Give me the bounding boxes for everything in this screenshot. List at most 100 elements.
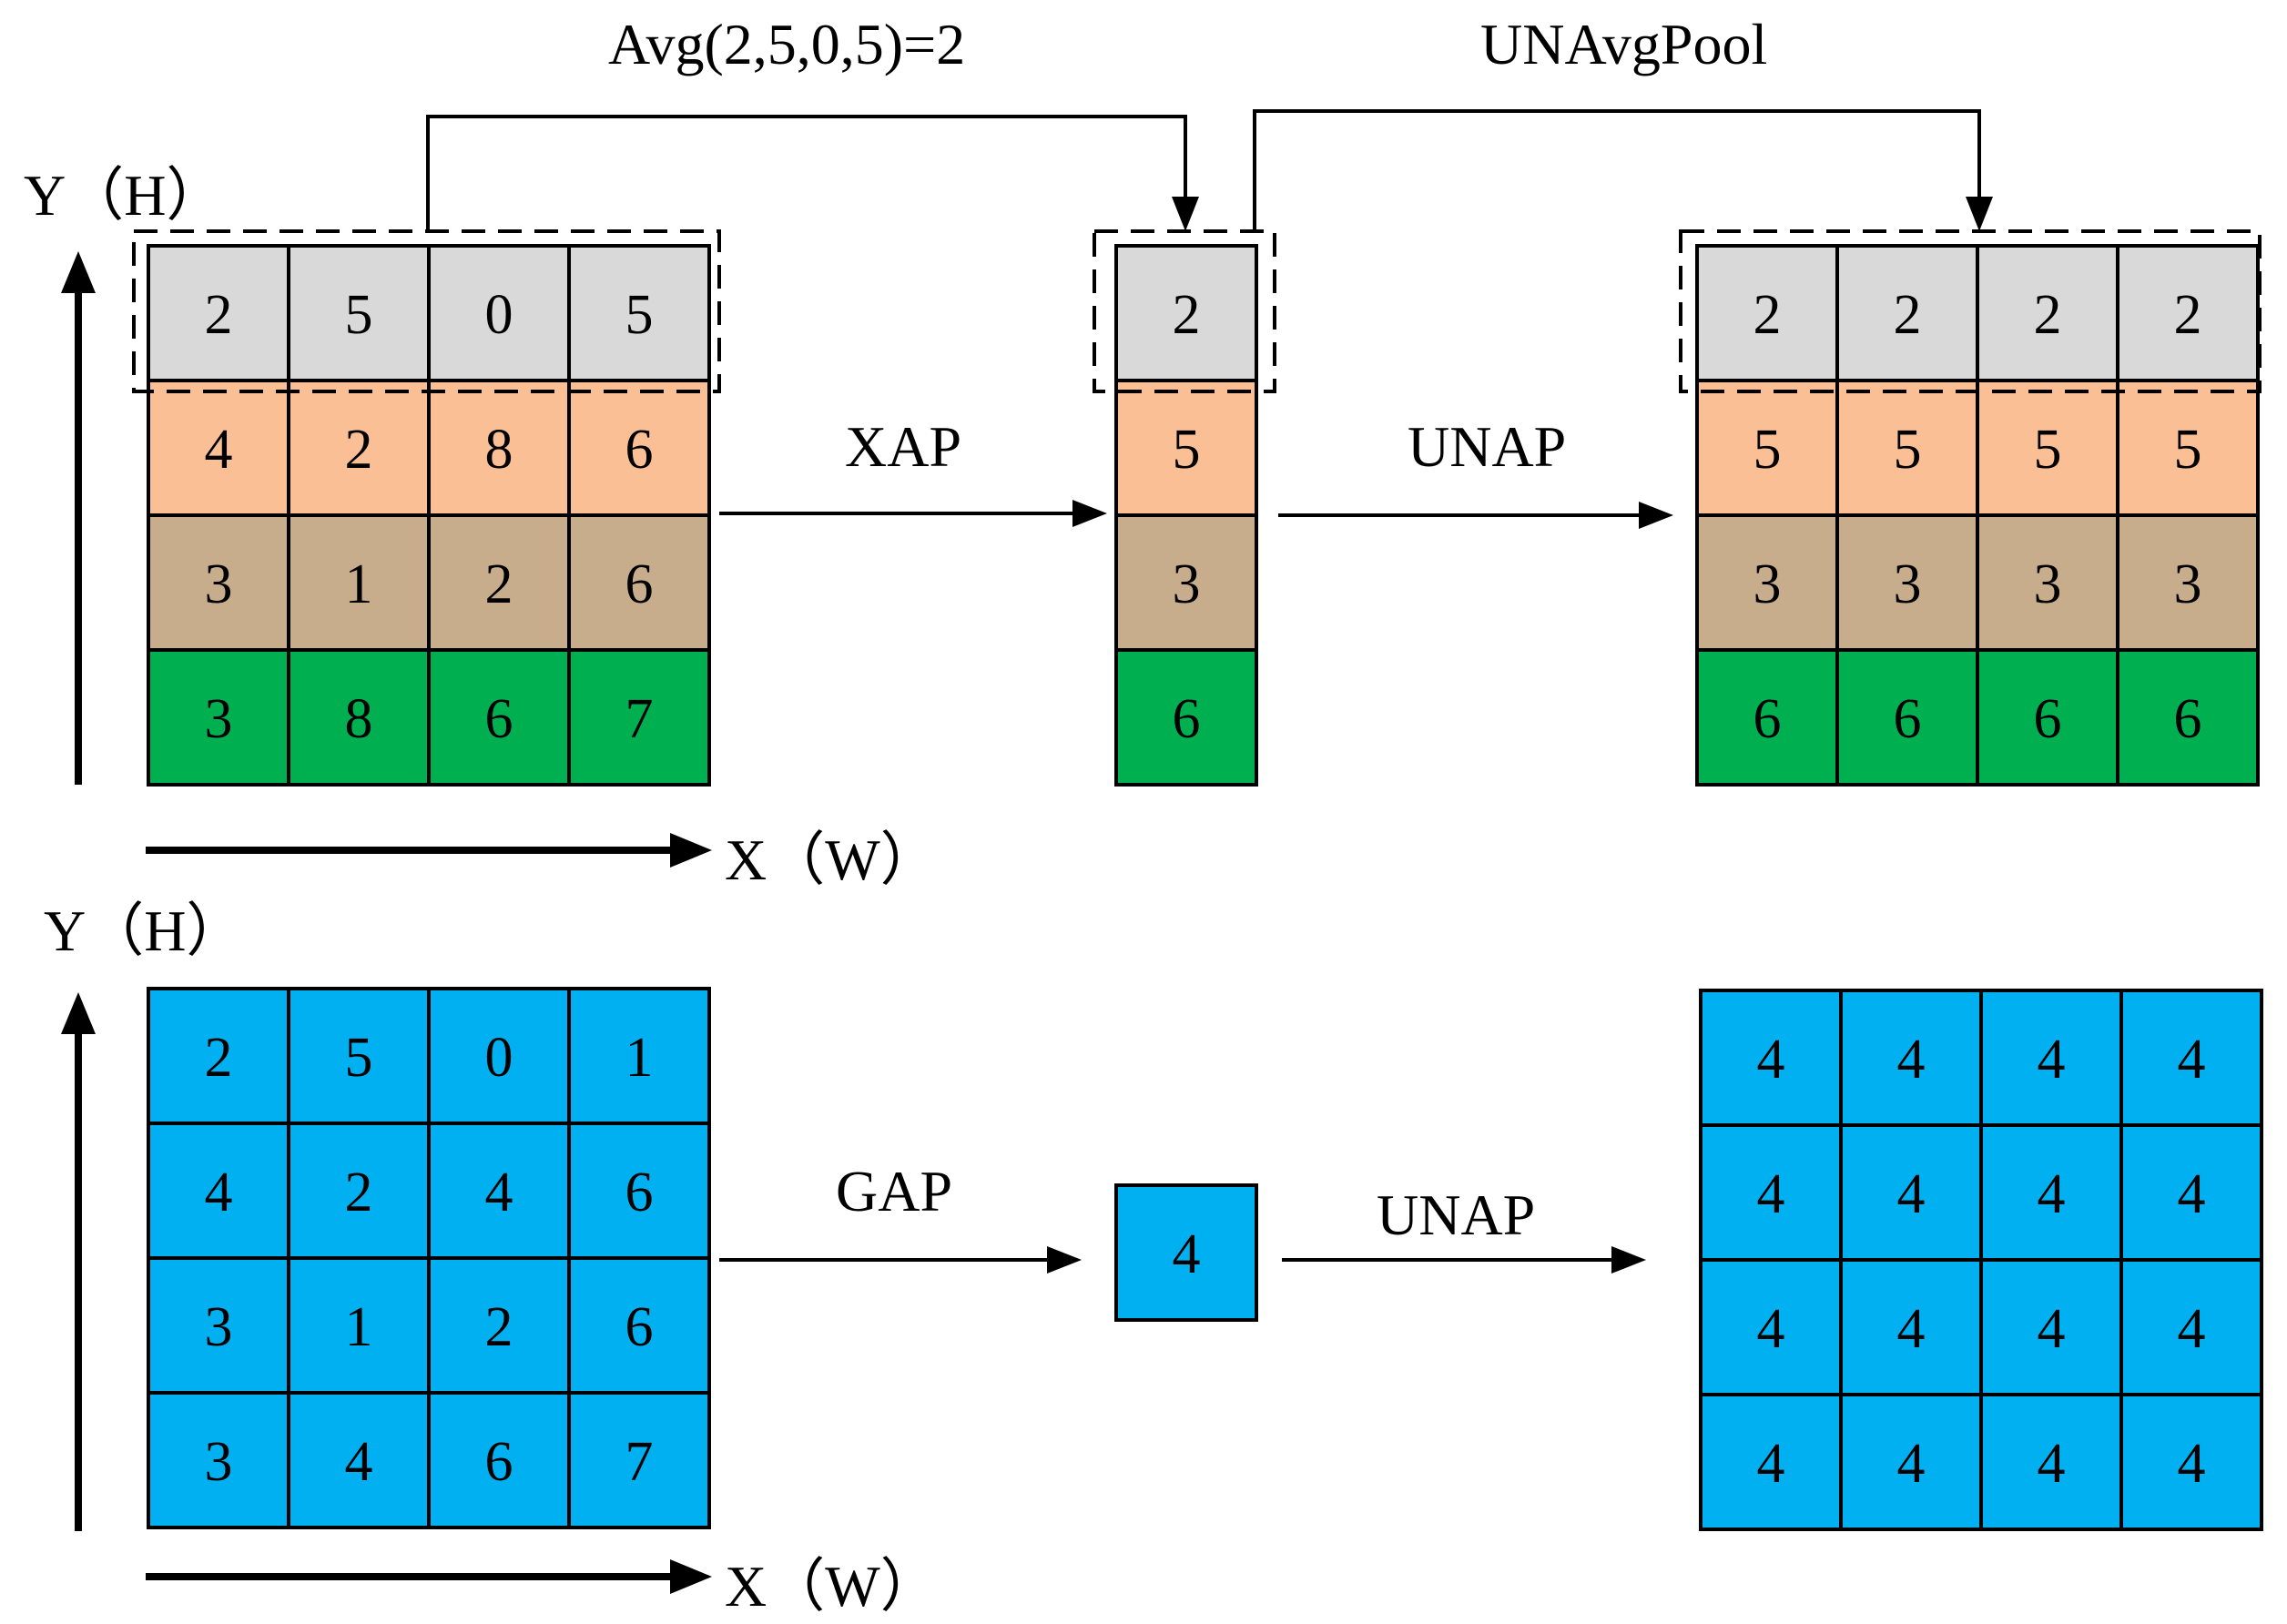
xap-output-cell-value: 2 (1753, 284, 1782, 346)
gap-output-cell (1839, 1258, 1983, 1396)
xap-output-cell-value: 2 (2174, 284, 2202, 346)
xap-input-cell-value: 3 (205, 553, 233, 615)
gap-output-cell (2119, 1393, 2263, 1531)
xap-input-cell (287, 379, 431, 517)
xap-output-cell (1835, 513, 1979, 652)
gap-output-cell (1699, 1393, 1843, 1531)
gap-output-cell-value: 4 (1757, 1029, 1785, 1091)
gap-output-cell (1979, 989, 2123, 1127)
xap-pooled-cell-value: 6 (1173, 688, 1201, 750)
x-axis-bottom-arrowhead (670, 1559, 712, 1594)
unavgpool-caption: UNAvgPool (1480, 12, 1767, 76)
gap-output-cell-value: 4 (1757, 1433, 1785, 1495)
xap-output-cell-value: 6 (1753, 688, 1782, 750)
xap-input-cell-value: 6 (625, 419, 654, 481)
gap-input-cell-value: 0 (485, 1027, 513, 1089)
xap-output-cell-value: 2 (2034, 284, 2062, 346)
gap-input-cell-value: 5 (345, 1027, 373, 1089)
y-axis-bottom-arrowhead (61, 992, 96, 1034)
gap-input-cell (287, 1122, 431, 1260)
xap-input-cell-value: 6 (485, 688, 513, 750)
gap-input-cell-value: 2 (485, 1296, 513, 1358)
xap-label: XAP (845, 414, 961, 479)
xap-input-cell (427, 648, 571, 787)
xap-pooled-cell-value: 2 (1173, 284, 1201, 346)
xap-input-cell-value: 2 (205, 284, 233, 346)
gap-input-cell (427, 1122, 571, 1260)
xap-input-cell-value: 5 (345, 284, 373, 346)
gap-input-cell-value: 3 (205, 1296, 233, 1358)
xap-input-cell-value: 1 (345, 553, 373, 615)
xap-output-cell-value: 6 (2034, 688, 2062, 750)
gap-output-cell (1839, 989, 1983, 1127)
avg-caption: Avg(2,5,0,5)=2 (608, 12, 965, 76)
xap-output-cell (2116, 648, 2260, 787)
xap-input-cell-value: 7 (625, 688, 654, 750)
xap-input-cell-value: 8 (345, 688, 373, 750)
xap-output-cell-value: 6 (1894, 688, 1922, 750)
gap-arrowhead (1047, 1246, 1082, 1274)
xap-output-cell (1695, 379, 1839, 517)
xap-output-cell-value: 5 (1894, 419, 1922, 481)
gap-output-cell (1699, 1258, 1843, 1396)
x-axis-bottom-label: X（W） (725, 1554, 939, 1619)
gap-output-cell-value: 4 (2178, 1163, 2206, 1225)
xap-pooled-cell (1114, 379, 1258, 517)
gap-output-cell (1979, 1258, 2123, 1396)
gap-input-cell-value: 2 (345, 1162, 373, 1223)
y-axis-top-label: Y（H） (24, 163, 224, 228)
xap-input-cell-value: 0 (485, 284, 513, 346)
gap-output-cell (1839, 1393, 1983, 1531)
gap-output-cell-value: 4 (2038, 1298, 2066, 1360)
gap-input-cell-value: 2 (205, 1027, 233, 1089)
gap-input-cell-value: 1 (345, 1296, 373, 1358)
gap-input-cell (567, 987, 711, 1125)
xap-output-cell-value: 5 (2174, 419, 2202, 481)
gap-output-cell-value: 4 (1897, 1433, 1926, 1495)
gap-pooled-cell: 4 (1114, 1183, 1258, 1322)
xap-pooled-cell-value: 5 (1173, 419, 1201, 481)
gap-pooled-cell (1114, 1183, 1258, 1322)
avg-connector-arrowhead (1172, 197, 1199, 231)
gap-output-cell-value: 4 (1897, 1163, 1926, 1225)
xap-input-cell-value: 8 (485, 419, 513, 481)
xap-output-cell-value: 5 (2034, 419, 2062, 481)
gap-output-cell-value: 4 (2178, 1298, 2206, 1360)
unap-bottom-arrowhead (1611, 1246, 1646, 1274)
gap-output-cell-value: 4 (2038, 1029, 2066, 1091)
xap-output-cell-value: 3 (2174, 553, 2202, 615)
xap-output-cell (1695, 244, 1839, 382)
gap-input-cell-value: 6 (485, 1431, 513, 1493)
gap-label: GAP (836, 1159, 952, 1223)
gap-output-cell (2119, 1123, 2263, 1262)
gap-output-cell-value: 4 (1757, 1163, 1785, 1225)
xap-output-cell-value: 3 (2034, 553, 2062, 615)
xap-arrowhead (1072, 500, 1107, 527)
xap-input-cell (147, 513, 290, 652)
gap-output-cell-value: 4 (2178, 1029, 2206, 1091)
xap-input-cell (287, 648, 431, 787)
gap-input-cell-value: 6 (625, 1162, 654, 1223)
gap-input-cell-value: 3 (205, 1431, 233, 1493)
xap-output-cell-value: 2 (1894, 284, 1922, 346)
xap-output-cell (1976, 648, 2119, 787)
xap-input-cell (147, 648, 290, 787)
gap-input-cell-value: 1 (625, 1027, 654, 1089)
xap-output-cell-value: 6 (2174, 688, 2202, 750)
unap-top-label: UNAP (1408, 414, 1566, 479)
xap-output-cell-value: 3 (1894, 553, 1922, 615)
gap-output-cell-value: 4 (2038, 1163, 2066, 1225)
xap-input-cell (567, 513, 711, 652)
unavgpool-connector-arrowhead (1966, 197, 1993, 231)
gap-output-cell-value: 4 (1897, 1029, 1926, 1091)
gap-input-cell (147, 987, 290, 1125)
xap-output-cell-value: 3 (1753, 553, 1782, 615)
